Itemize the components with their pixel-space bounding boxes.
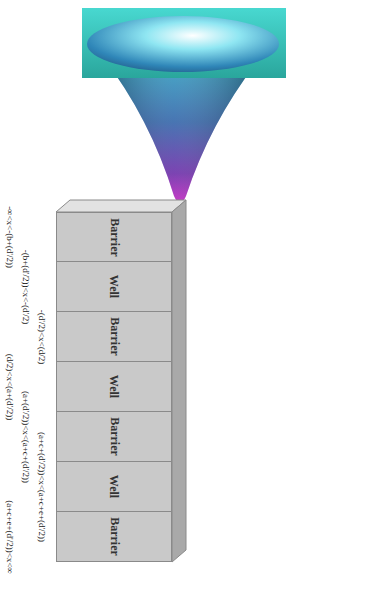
slab-top-face	[56, 200, 186, 212]
range-label: -(d'/2)<x<(d/2)	[37, 310, 47, 364]
tip-shade	[102, 56, 262, 203]
layer-band: Barrier	[56, 512, 172, 562]
slab-side-face	[172, 200, 186, 562]
tip-rim	[82, 8, 286, 78]
layer-name: Well	[107, 475, 122, 498]
range-label-holder: (a+(d'/2))<x<(a+c+(d'/2))	[0, 431, 96, 443]
layer-name: Barrier	[107, 417, 122, 456]
layer-band: Barrier	[56, 412, 172, 462]
layer-name: Well	[107, 375, 122, 398]
range-label: (a+c+e+(d'/2))<x<∞	[5, 500, 15, 573]
range-label: -∞<x<-(b+(d'/2))	[5, 206, 15, 268]
layer-band: Well	[56, 262, 172, 312]
layer-band: Barrier	[56, 312, 172, 362]
layer-band: Barrier	[56, 212, 172, 262]
tip-opening	[87, 16, 279, 72]
range-label-holder: (d/2)<x<(a+(d'/2))	[0, 381, 80, 393]
layer-name: Barrier	[107, 517, 122, 556]
layer-band: Well	[56, 462, 172, 512]
range-label: (d/2)<x<(a+(d'/2))	[5, 354, 15, 420]
layer-name: Barrier	[107, 218, 122, 257]
range-label: (a+c+(d'/2))<x<(a+c+e+(d'/2))	[37, 432, 47, 542]
range-label: (a+(d'/2))<x<(a+c+(d'/2))	[21, 391, 31, 483]
range-label-holder: -(d'/2)<x<(d/2)	[0, 331, 112, 343]
range-label-holder: -∞<x<-(b+(d'/2))	[0, 231, 80, 243]
layer-name: Barrier	[107, 317, 122, 356]
probe-tip	[82, 8, 286, 203]
range-label-holder: (a+c+(d'/2))<x<(a+c+e+(d'/2))	[0, 481, 112, 493]
range-label-holder: -(b+(d'/2))<x<-(d'/2)	[0, 281, 96, 293]
tip-body	[102, 56, 262, 203]
layer-name: Well	[107, 275, 122, 298]
layer-band: Well	[56, 362, 172, 412]
range-label: -(b+(d'/2))<x<-(d'/2)	[21, 250, 31, 324]
layer-slab	[56, 200, 186, 562]
